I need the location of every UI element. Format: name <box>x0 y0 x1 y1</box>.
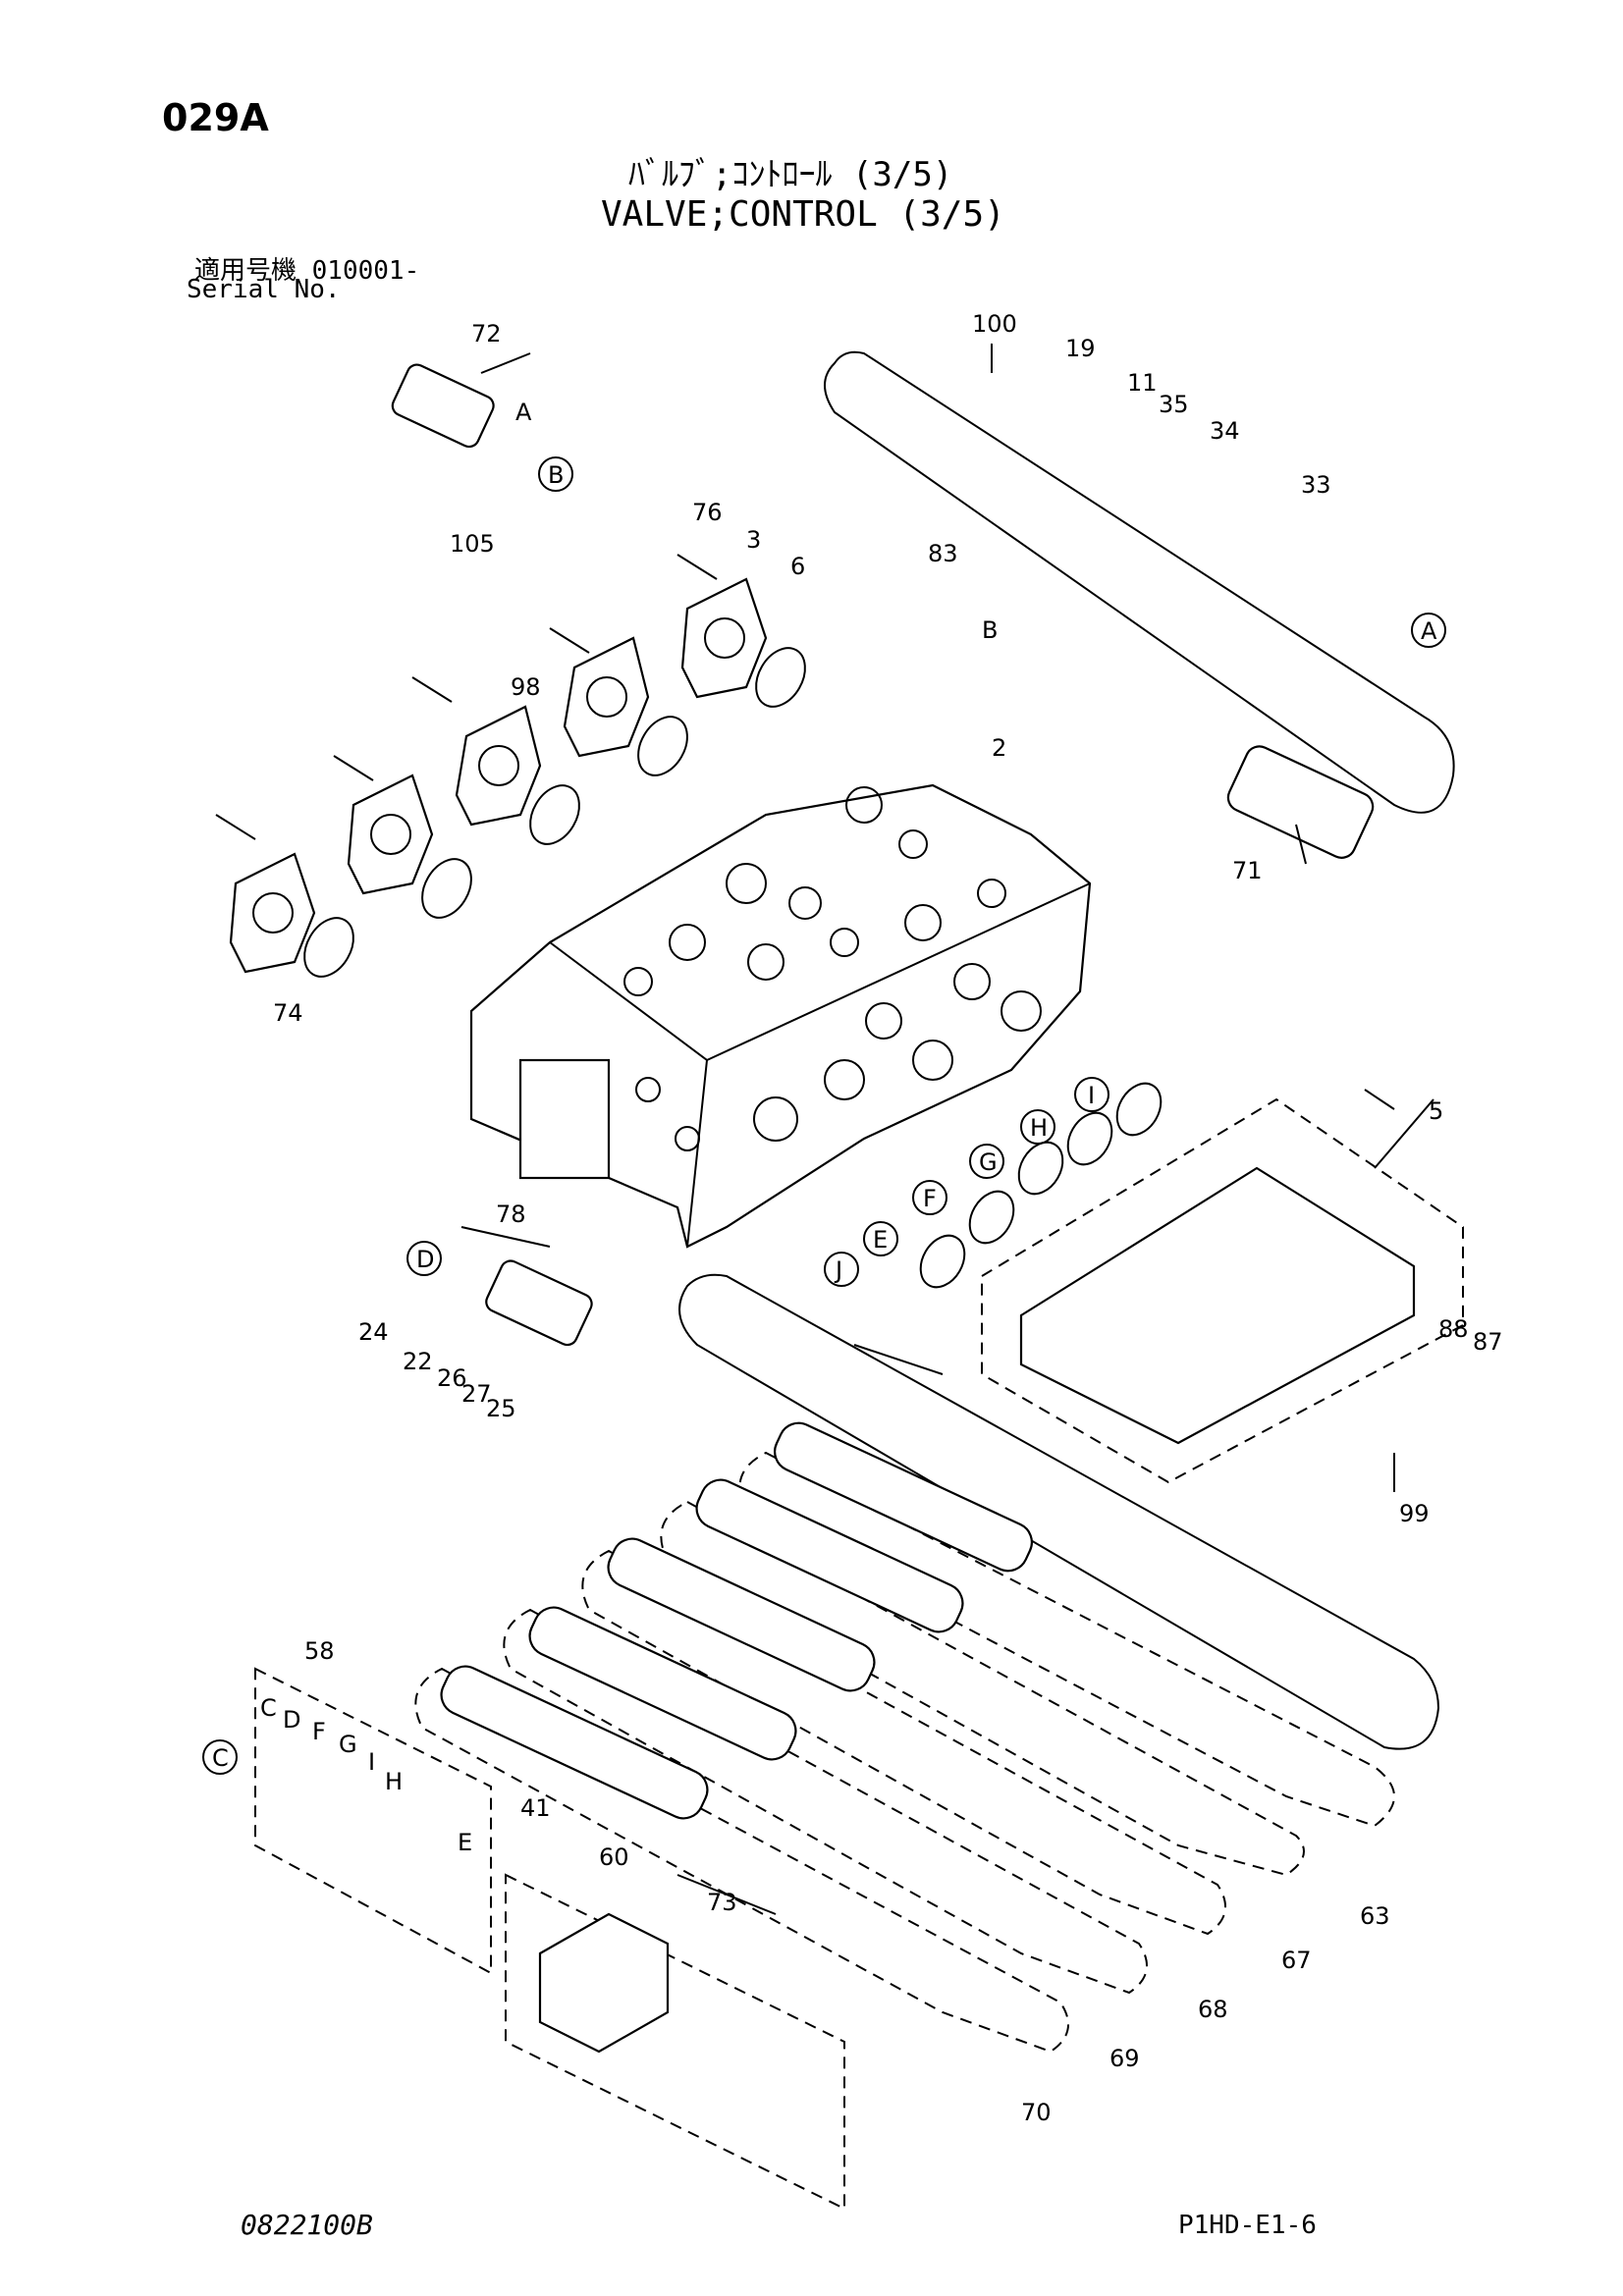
circle-ref-D: D <box>406 1241 442 1276</box>
circle-ref-H: H <box>1020 1109 1055 1145</box>
valve-60-body <box>538 1912 670 2054</box>
part-label-2: 2 <box>992 734 1006 762</box>
upper-relief-group-outline <box>824 350 1455 814</box>
svg-text:G: G <box>979 1148 998 1176</box>
part-label-83: 83 <box>928 540 958 567</box>
part-label-58: 58 <box>304 1637 335 1665</box>
svg-text:J: J <box>834 1256 842 1284</box>
serial-label-english: Serial No. <box>187 275 341 304</box>
part-label-105: 105 <box>450 530 495 558</box>
part-label-71: 71 <box>1232 857 1263 884</box>
part-label-27: 27 <box>461 1380 492 1408</box>
svg-text:A: A <box>1421 617 1437 645</box>
valve-body-ports <box>623 786 1042 1151</box>
part-label-19: 19 <box>1065 335 1096 362</box>
letter-refs: A B C D E F G H I <box>260 399 998 1856</box>
letter-ref-C: C <box>260 1694 277 1722</box>
letter-ref-B: B <box>982 616 998 644</box>
svg-text:D: D <box>416 1246 434 1273</box>
cap-block <box>1019 1166 1416 1445</box>
circle-ref-G: G <box>969 1144 1004 1179</box>
part-label-78: 78 <box>496 1201 526 1228</box>
part-label-35: 35 <box>1159 391 1189 418</box>
part-label-72: 72 <box>471 320 502 347</box>
letter-ref-I: I <box>368 1748 375 1776</box>
part-label-88: 88 <box>1438 1315 1469 1343</box>
part-label-100: 100 <box>972 310 1017 338</box>
main-valve-body <box>469 783 1092 1249</box>
part-label-76: 76 <box>692 499 723 526</box>
spools <box>440 1421 1033 1820</box>
leader-lines <box>460 344 1434 1492</box>
letter-ref-H: H <box>385 1768 403 1795</box>
circle-ref-I: I <box>1074 1077 1109 1112</box>
kit-58-outline <box>254 1667 492 1975</box>
serial-label-japanese: 適用号機 010001- <box>194 256 420 286</box>
part-label-73: 73 <box>707 1889 737 1916</box>
part-label-41: 41 <box>520 1794 551 1822</box>
part-label-63: 63 <box>1360 1902 1390 1930</box>
svg-text:B: B <box>548 461 564 489</box>
svg-text:I: I <box>1088 1082 1095 1109</box>
part-label-24: 24 <box>358 1318 389 1346</box>
letter-ref-G: G <box>339 1731 357 1758</box>
circle-ref-F: F <box>912 1180 947 1215</box>
part-label-68: 68 <box>1198 1996 1228 2023</box>
title-english: VALVE;CONTROL (3/5) <box>601 194 1005 235</box>
svg-text:E: E <box>873 1226 888 1254</box>
circle-ref-E: E <box>863 1221 898 1256</box>
part-label-98: 98 <box>511 673 541 701</box>
cap-group-outline <box>981 1097 1464 1484</box>
letter-ref-F: F <box>312 1718 326 1745</box>
part-labels: 72 100 19 11 35 34 33 105 76 3 6 83 98 2… <box>273 310 1503 2126</box>
letter-ref-A: A <box>515 399 532 426</box>
drawing-code: 0822100B <box>241 2209 373 2241</box>
o-rings <box>303 647 1163 1289</box>
part-label-22: 22 <box>403 1348 433 1375</box>
part-label-69: 69 <box>1109 2045 1140 2072</box>
circle-ref-J: J <box>824 1252 859 1287</box>
page-code: 029A <box>162 96 269 139</box>
part-label-11: 11 <box>1127 369 1158 397</box>
part-label-26: 26 <box>437 1364 467 1392</box>
part-label-99: 99 <box>1399 1500 1430 1527</box>
letter-ref-D: D <box>283 1706 300 1734</box>
part-label-74: 74 <box>273 999 303 1027</box>
valve-60-outline <box>505 1873 845 2211</box>
part-label-87: 87 <box>1473 1328 1503 1356</box>
spool-group-outlines <box>414 1451 1395 2054</box>
part-label-34: 34 <box>1210 417 1240 445</box>
svg-text:H: H <box>1030 1114 1048 1142</box>
svg-text:F: F <box>923 1185 937 1212</box>
part-label-67: 67 <box>1281 1947 1312 1974</box>
part-label-5: 5 <box>1429 1097 1443 1125</box>
title-japanese: ﾊﾞﾙﾌﾞ;ｺﾝﾄﾛｰﾙ (3/5) <box>628 155 953 194</box>
part-label-6: 6 <box>790 553 805 580</box>
part-label-33: 33 <box>1301 471 1331 499</box>
circle-ref-C: C <box>202 1739 238 1775</box>
svg-text:C: C <box>212 1744 229 1772</box>
circle-refs: A B C D E F G H I J <box>202 456 1446 1775</box>
relief-group-lower-outline <box>678 1273 1440 1750</box>
part-label-25: 25 <box>486 1395 516 1422</box>
letter-ref-E: E <box>458 1829 472 1856</box>
part-label-3: 3 <box>746 526 761 554</box>
relief-valves <box>391 363 1375 1347</box>
circle-ref-B: B <box>538 456 573 492</box>
part-label-70: 70 <box>1021 2099 1052 2126</box>
circle-ref-A: A <box>1411 613 1446 648</box>
part-label-60: 60 <box>599 1843 629 1871</box>
cover-plates <box>229 577 768 974</box>
page-reference: P1HD-E1-6 <box>1178 2211 1317 2240</box>
